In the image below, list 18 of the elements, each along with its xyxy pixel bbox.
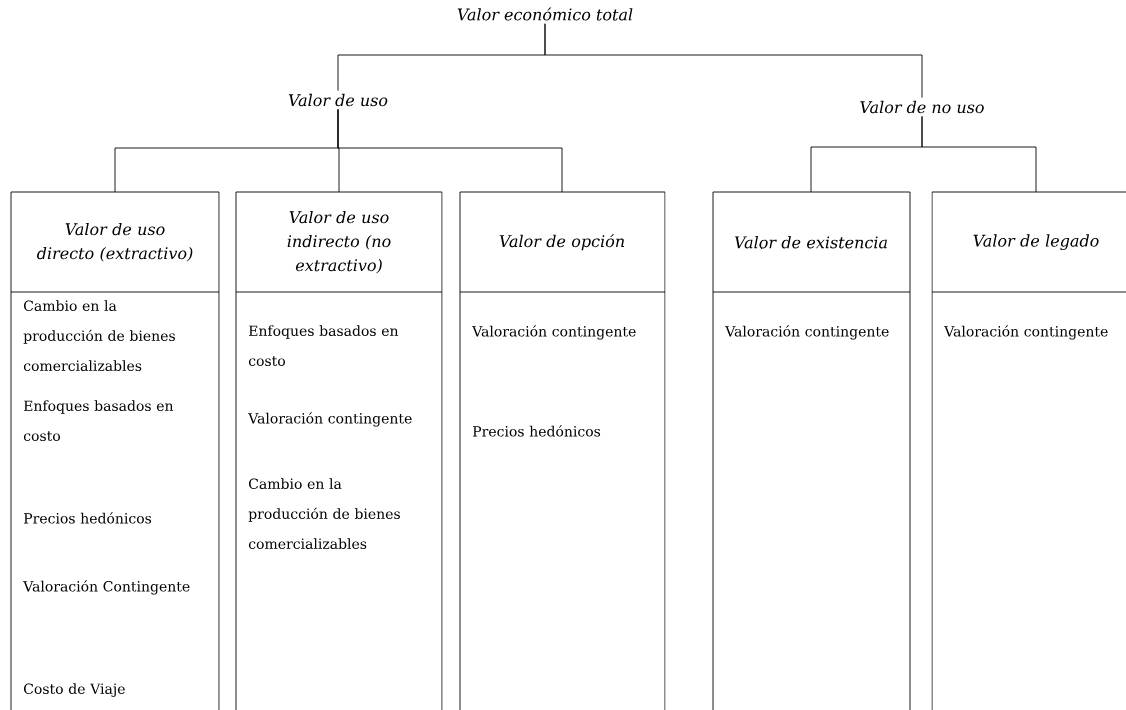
list-item: Cambio en la producción de bienes comercializables xyxy=(248,478,400,550)
list-item: Enfoques basados en costo xyxy=(248,325,399,367)
heading-text: Valor de uso xyxy=(288,93,388,107)
heading-text: Valor de no uso xyxy=(860,100,984,114)
list-item: Valoración contingente xyxy=(725,325,889,340)
list-item: Precios hedónicos xyxy=(23,512,152,524)
heading-text: Valor económico total xyxy=(457,7,633,21)
connector-line xyxy=(544,23,923,99)
list-item: Precios hedónicos xyxy=(473,425,601,437)
list-item: Valoración contingente xyxy=(472,325,636,340)
connector-line xyxy=(337,108,563,193)
connector-line xyxy=(921,115,1037,193)
list-item: Cambio en la producción de bienes comercializables xyxy=(23,300,175,372)
list-item: Valoración Contingente xyxy=(23,580,190,595)
list-item: Valoración contingente xyxy=(944,325,1108,340)
list-item: Enfoques basados en costo xyxy=(23,400,174,442)
list-item: Valoración contingente xyxy=(248,412,412,427)
list-item: Costo de Viaje xyxy=(24,683,125,697)
